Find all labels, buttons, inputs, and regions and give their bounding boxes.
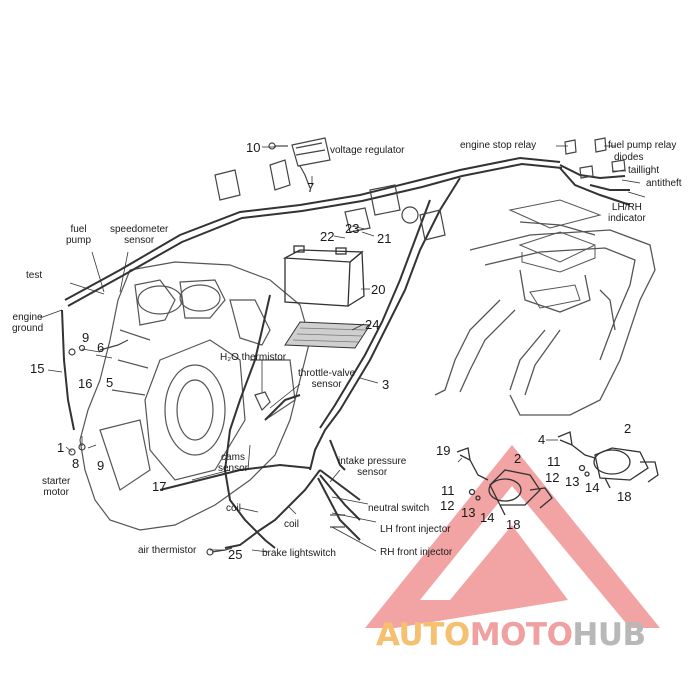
part-number-9-lower: 9	[97, 458, 105, 473]
part-number-24: 24	[365, 317, 380, 332]
label-lh-front-injector: LH front injector	[380, 524, 451, 535]
part-number-17: 17	[152, 479, 167, 494]
label-brake-lightswitch: brake lightswitch	[262, 548, 336, 559]
coil-group-left	[456, 447, 553, 516]
part-number-14-left: 14	[480, 510, 495, 525]
label-taillight: taillight	[628, 165, 660, 176]
label-neutral-switch: neutral switch	[368, 503, 430, 514]
part-number-9-upper: 9	[82, 330, 90, 345]
label-cams-sensor: cams sensor	[218, 452, 249, 474]
part-number-4: 4	[538, 432, 546, 447]
watermark-text: AUTOMOTOHUB	[376, 617, 646, 653]
label-coil-2: coil	[284, 519, 300, 530]
part-number-19: 19	[436, 443, 451, 458]
top-components	[214, 137, 626, 241]
part-number-2-right: 2	[624, 421, 632, 436]
part-number-11-left: 11	[441, 483, 455, 498]
leader-lines	[39, 145, 646, 553]
watermark-moto: MOTO	[469, 617, 573, 653]
part-number-5: 5	[106, 375, 114, 390]
watermark-logo	[365, 445, 660, 628]
part-number-12-right: 12	[545, 470, 560, 485]
battery-mat	[284, 321, 371, 349]
label-fuel-pump: fuel pump	[66, 224, 92, 246]
label-diodes: diodes	[614, 152, 644, 163]
part-number-16: 16	[78, 376, 93, 391]
part-number-13-right: 13	[565, 474, 580, 489]
part-number-21: 21	[377, 231, 392, 246]
label-throttle-valve-sensor: throttle-valve sensor	[298, 368, 356, 390]
part-number-20: 20	[371, 282, 386, 297]
part-number-3: 3	[382, 377, 390, 392]
label-intake-pressure-sensor: intake pressure sensor	[338, 456, 407, 478]
label-engine-stop-relay: engine stop relay	[460, 140, 537, 151]
part-number-6: 6	[97, 340, 105, 355]
label-fuel-pump-relay: fuel pump relay	[608, 140, 677, 151]
part-number-1: 1	[57, 440, 65, 455]
part-number-11-right: 11	[547, 454, 561, 469]
part-number-23: 23	[345, 221, 360, 236]
part-number-18-right: 18	[617, 489, 632, 504]
part-number-8: 8	[72, 456, 80, 471]
part-number-10: 10	[246, 140, 261, 155]
part-number-25: 25	[228, 547, 243, 562]
battery	[282, 245, 365, 307]
part-number-2-left: 2	[514, 451, 522, 466]
part-number-15: 15	[30, 361, 45, 376]
label-antitheft: antitheft	[646, 178, 682, 189]
coil-group-right	[557, 431, 659, 489]
part-number-12-left: 12	[440, 498, 455, 513]
rear-frame	[434, 221, 656, 416]
main-harness	[61, 156, 631, 549]
label-engine-ground: engine ground	[12, 312, 44, 334]
ecu-units	[508, 199, 602, 309]
label-voltage-regulator: voltage regulator	[330, 145, 405, 156]
label-speedometer-sensor: speedometer sensor	[110, 224, 169, 246]
part-number-13-left: 13	[461, 505, 476, 520]
label-starter-motor: starter motor	[42, 476, 71, 498]
part-number-14-right: 14	[585, 480, 600, 495]
part-number-18-left: 18	[506, 517, 521, 532]
label-coil-1: coil	[226, 503, 242, 514]
label-lh-rh-indicator: LH/RH indicator	[608, 202, 646, 224]
engine-block	[79, 261, 311, 531]
label-air-thermistor: air thermistor	[138, 545, 197, 556]
label-rh-front-injector: RH front injector	[380, 547, 453, 558]
watermark-hub: HUB	[572, 617, 646, 653]
label-test: test	[26, 270, 43, 281]
label-h2o-thermistor: H₂O thermistor	[220, 352, 287, 363]
part-number-22: 22	[320, 229, 335, 244]
watermark-auto: AUTO	[376, 617, 470, 653]
part-number-7: 7	[307, 180, 315, 195]
